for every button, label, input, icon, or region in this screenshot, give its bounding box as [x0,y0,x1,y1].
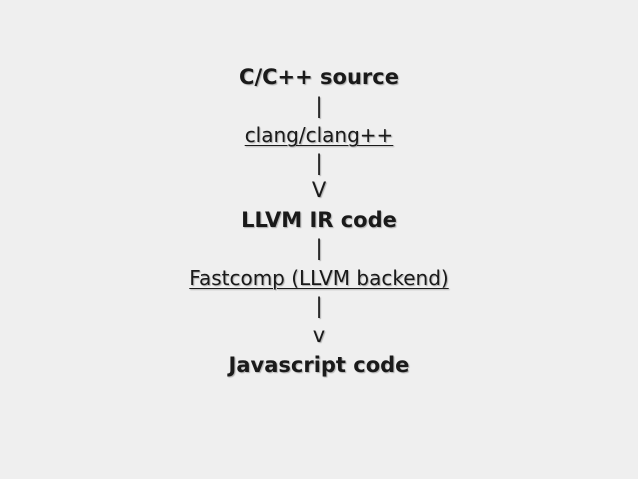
output-node: Javascript code [228,353,410,377]
arrow-head: v [312,323,326,347]
backend-label: Fastcomp (LLVM backend) [189,266,449,290]
compiler-label: clang/clang++ [244,123,394,147]
arrow-head: V [311,178,327,202]
connector-pipe: | [315,294,323,318]
connector-pipe: | [315,94,323,118]
connector-pipe: | [315,151,323,175]
source-node: C/C++ source [239,65,399,89]
connector-pipe: | [315,236,323,260]
ir-node: LLVM IR code [241,208,397,232]
